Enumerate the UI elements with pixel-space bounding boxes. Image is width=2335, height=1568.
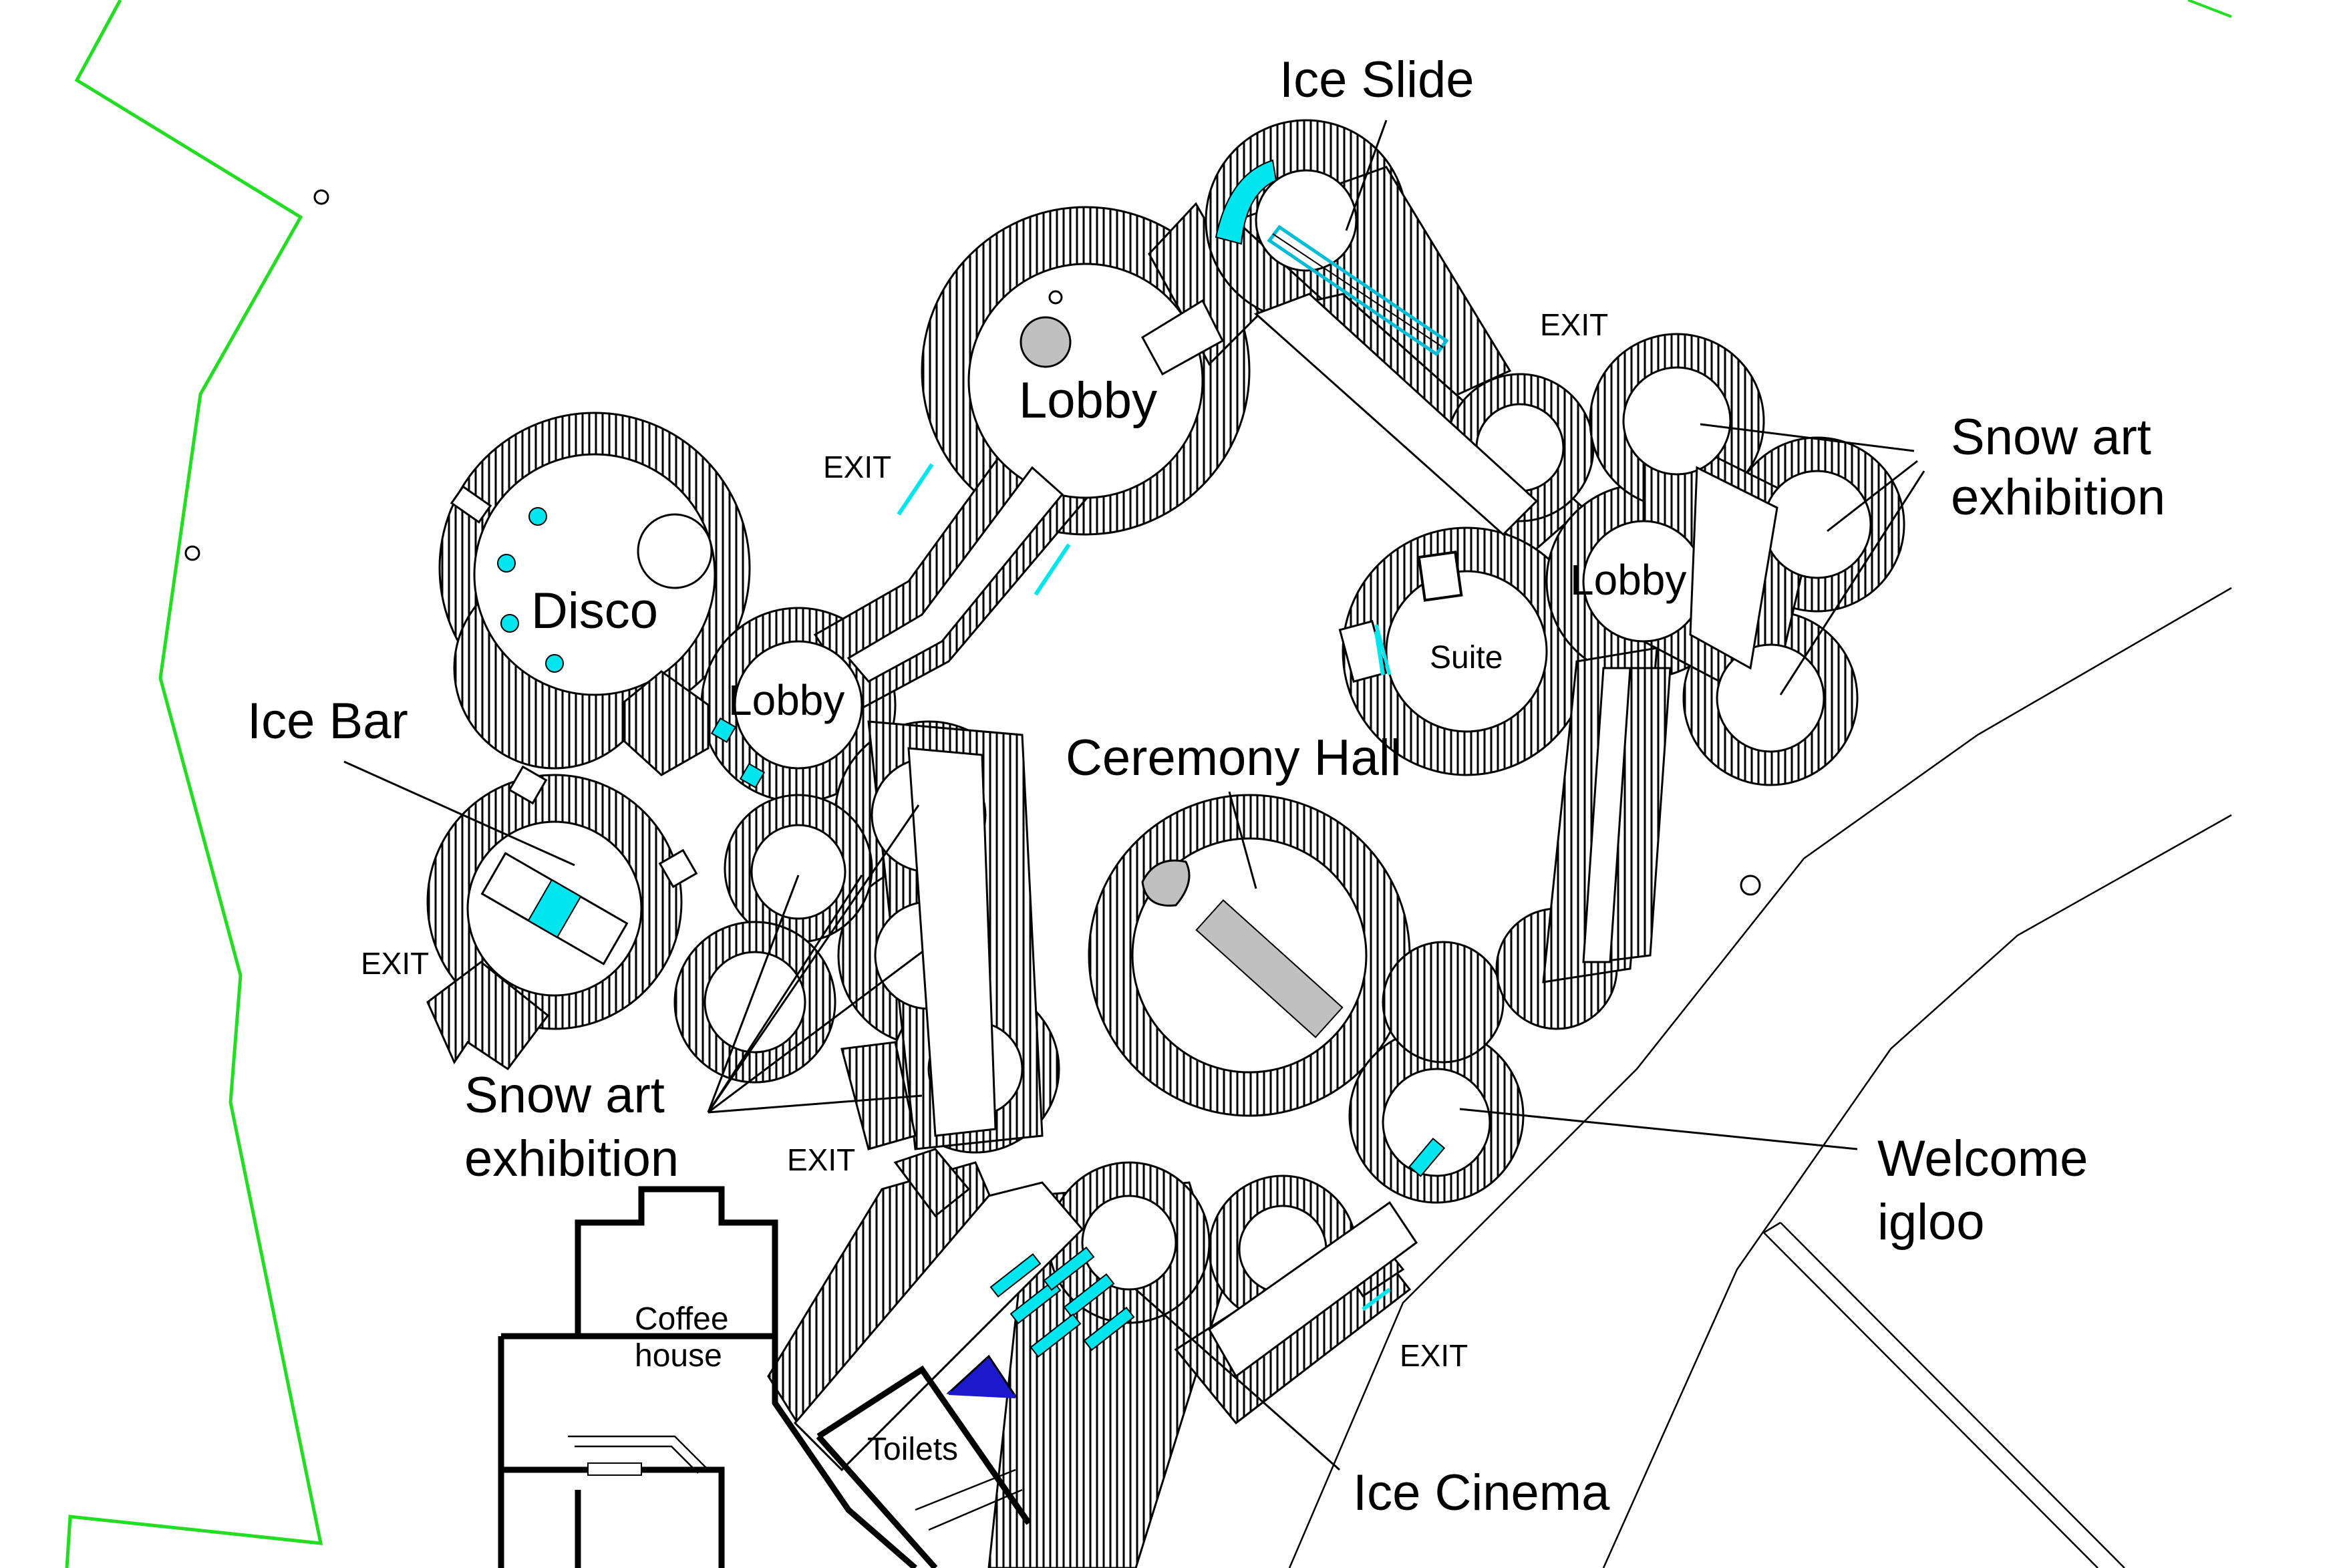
ceremony-features bbox=[1141, 859, 1344, 1039]
disco-table bbox=[500, 614, 519, 633]
site-boundary-line-top-right bbox=[2187, 0, 2232, 18]
lobby-column bbox=[1020, 316, 1072, 368]
label-welcome-line2: igloo bbox=[1877, 1194, 1985, 1251]
label-snow-art-right-line2: exhibition bbox=[1951, 469, 2165, 526]
ice-slide-ramp bbox=[1215, 159, 1277, 245]
welcome-igloo-features bbox=[1408, 1137, 1446, 1177]
exit-label-bottom-mid: EXIT bbox=[787, 1142, 855, 1177]
disco-table bbox=[545, 654, 564, 673]
disco-table bbox=[497, 554, 516, 573]
label-suite: Suite bbox=[1430, 640, 1503, 675]
label-lobby-right: Lobby bbox=[1570, 556, 1686, 604]
label-ice-bar: Ice Bar bbox=[247, 693, 408, 750]
label-ice-cinema: Ice Cinema bbox=[1353, 1464, 1610, 1521]
lobby-ice-pillar bbox=[623, 670, 710, 776]
ice-bar-features bbox=[480, 765, 698, 965]
label-snow-art-right-line1: Snow art bbox=[1951, 409, 2151, 466]
road-lines bbox=[1288, 587, 2232, 1568]
ceremony-altar bbox=[1141, 859, 1191, 907]
label-lobby-left: Lobby bbox=[728, 676, 844, 724]
label-ice-slide: Ice Slide bbox=[1279, 51, 1474, 108]
ceremony-aisle bbox=[1195, 899, 1344, 1039]
label-welcome-line1: Welcome bbox=[1877, 1130, 2088, 1187]
exit-label-top-right: EXIT bbox=[1540, 307, 1608, 342]
ice-slide bbox=[1215, 159, 1449, 357]
cinema-screen bbox=[946, 1354, 1018, 1398]
disco-features bbox=[450, 485, 713, 673]
coffee-house-building bbox=[498, 1186, 917, 1568]
ice-bar-block bbox=[527, 879, 582, 939]
suite-bed bbox=[1417, 551, 1463, 602]
exit-doors bbox=[897, 463, 1391, 1311]
site-boundary-line bbox=[65, 0, 323, 1568]
toilets-building bbox=[816, 1365, 1032, 1568]
exit-labels: EXIT EXIT EXIT EXIT EXIT bbox=[361, 307, 1608, 1373]
label-snow-art-left-line2: exhibition bbox=[464, 1130, 679, 1187]
label-coffee-line2: house bbox=[635, 1338, 722, 1374]
ice-cinema-features bbox=[946, 1246, 1135, 1398]
label-coffee-line1: Coffee bbox=[635, 1301, 729, 1337]
label-ceremony-hall: Ceremony Hall bbox=[1066, 730, 1402, 786]
exit-label-bottom-right: EXIT bbox=[1400, 1338, 1468, 1373]
label-lobby-top: Lobby bbox=[1019, 372, 1157, 429]
exit-label-top-left: EXIT bbox=[823, 450, 891, 484]
lobby-features bbox=[623, 290, 1072, 789]
leader-lines bbox=[343, 120, 1925, 1471]
exit-label-left: EXIT bbox=[361, 946, 429, 981]
label-toilets: Toilets bbox=[867, 1432, 958, 1467]
disco-table bbox=[528, 507, 547, 526]
disco-booth bbox=[637, 513, 713, 589]
welcome-desk bbox=[1408, 1137, 1446, 1177]
label-snow-art-left-line1: Snow art bbox=[464, 1067, 665, 1124]
room-labels: Ice Slide Lobby Disco Ice Bar Lobby Lobb… bbox=[247, 51, 2165, 1521]
label-disco: Disco bbox=[531, 583, 658, 639]
